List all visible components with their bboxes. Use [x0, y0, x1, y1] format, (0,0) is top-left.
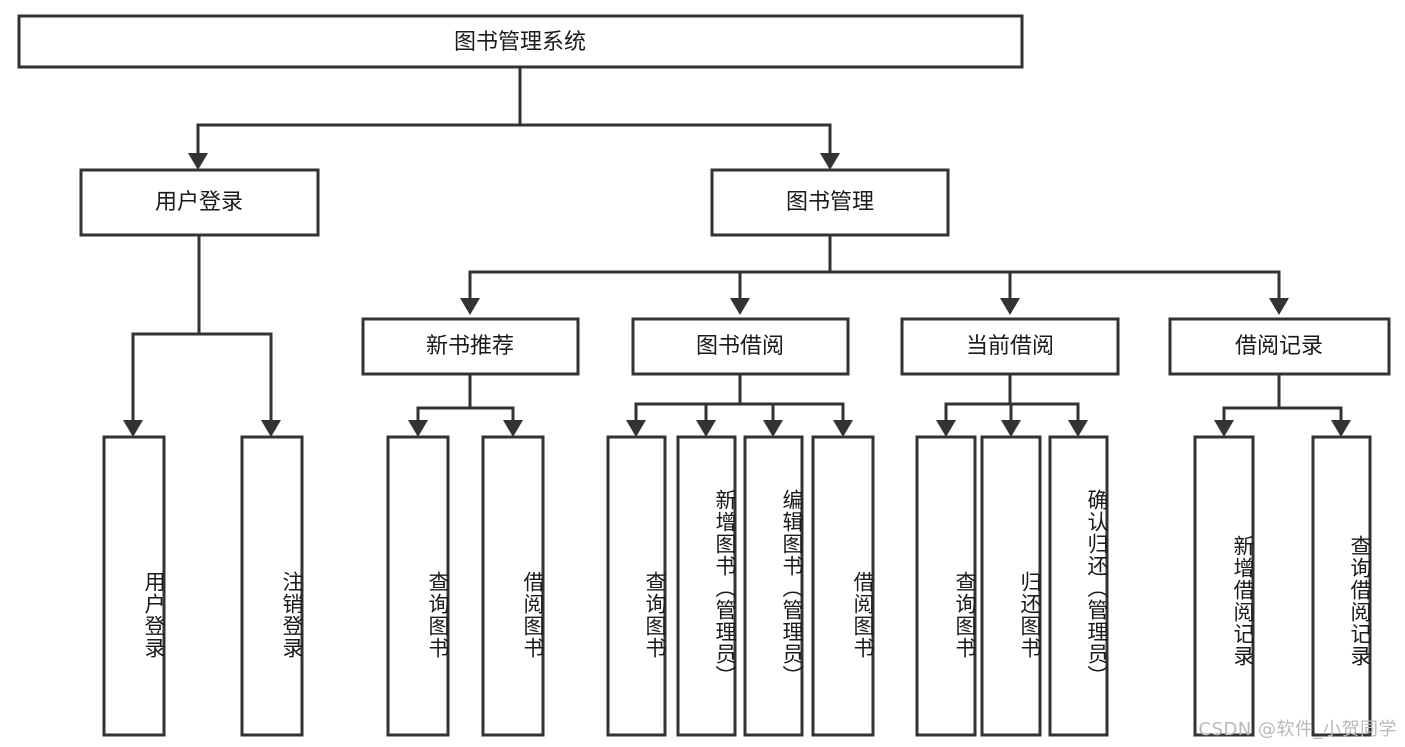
- node-new-book-recommend-label: 新书推荐: [426, 334, 514, 359]
- node-user-login-label: 用户登录: [155, 190, 243, 215]
- node-current-borrow-label: 当前借阅: [966, 334, 1054, 359]
- node-root[interactable]: 图书管理系统: [17, 14, 1024, 69]
- connectors-bookborrow-to-leaves: [626, 372, 853, 437]
- connectors-newbook-to-leaves: [408, 372, 523, 437]
- connectors-bookmgmt-to-level3: [460, 233, 1289, 315]
- node-borrow-record-label: 借阅记录: [1235, 334, 1323, 359]
- leaf-box-return-book[interactable]: [980, 435, 1042, 737]
- node-user-login[interactable]: 用户登录: [79, 168, 320, 237]
- connectors-root-to-level2: [188, 65, 840, 170]
- node-book-borrow-label: 图书借阅: [696, 334, 784, 359]
- node-book-management[interactable]: 图书管理: [710, 168, 950, 237]
- leaf-boxes: [102, 435, 1372, 737]
- csdn-watermark: CSDN @软件_小贺同学: [1198, 719, 1397, 740]
- leaf-box-borrow-book-2[interactable]: [811, 435, 875, 737]
- leaf-box-confirm-return[interactable]: [1048, 435, 1109, 737]
- connectors-borrowrecord-to-leaves: [1214, 372, 1351, 437]
- leaf-box-query-book-2[interactable]: [606, 435, 667, 737]
- node-borrow-record[interactable]: 借阅记录: [1168, 317, 1391, 376]
- node-book-borrow[interactable]: 图书借阅: [631, 317, 850, 376]
- node-book-management-label: 图书管理: [786, 190, 874, 215]
- leaf-box-add-record[interactable]: [1193, 435, 1255, 737]
- leaf-box-query-book-1[interactable]: [386, 435, 450, 737]
- leaf-box-query-record[interactable]: [1311, 435, 1372, 737]
- leaf-box-borrow-book-1[interactable]: [481, 435, 545, 737]
- leaf-box-user-logout[interactable]: [240, 435, 304, 737]
- node-current-borrow[interactable]: 当前借阅: [900, 317, 1120, 376]
- leaf-box-add-book[interactable]: [676, 435, 737, 737]
- connectors-userlogin-to-leaves: [123, 233, 281, 437]
- leaf-box-user-login[interactable]: [102, 435, 166, 737]
- leaf-box-edit-book[interactable]: [743, 435, 804, 737]
- connectors-currentborrow-to-leaves: [936, 372, 1088, 437]
- node-root-label: 图书管理系统: [454, 30, 586, 55]
- node-new-book-recommend[interactable]: 新书推荐: [361, 317, 580, 376]
- leaf-box-query-book-3[interactable]: [915, 435, 977, 737]
